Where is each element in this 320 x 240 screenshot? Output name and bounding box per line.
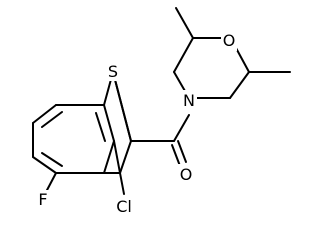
svg-text:N: N	[183, 91, 195, 110]
atom-f: F	[36, 190, 50, 210]
svg-text:S: S	[108, 62, 118, 81]
molecule-drawing: S O N O F Cl	[32, 7, 291, 219]
thiophene-ring	[103, 71, 132, 174]
benzene-ring	[32, 104, 115, 174]
atom-o-carbonyl: O	[178, 164, 194, 184]
svg-text:O: O	[223, 31, 236, 50]
atom-cl: Cl	[113, 197, 135, 219]
atom-n: N	[181, 90, 197, 110]
svg-text:Cl: Cl	[116, 197, 132, 216]
svg-text:F: F	[38, 190, 47, 209]
atom-s: S	[106, 61, 120, 81]
structure-canvas: S O N O F Cl	[32, 7, 291, 219]
atom-o-ring: O	[221, 31, 237, 51]
morpholine-ring	[173, 7, 291, 99]
svg-text:O: O	[180, 165, 193, 184]
carbonyl-group	[130, 114, 190, 167]
substituent-bonds	[45, 172, 125, 195]
